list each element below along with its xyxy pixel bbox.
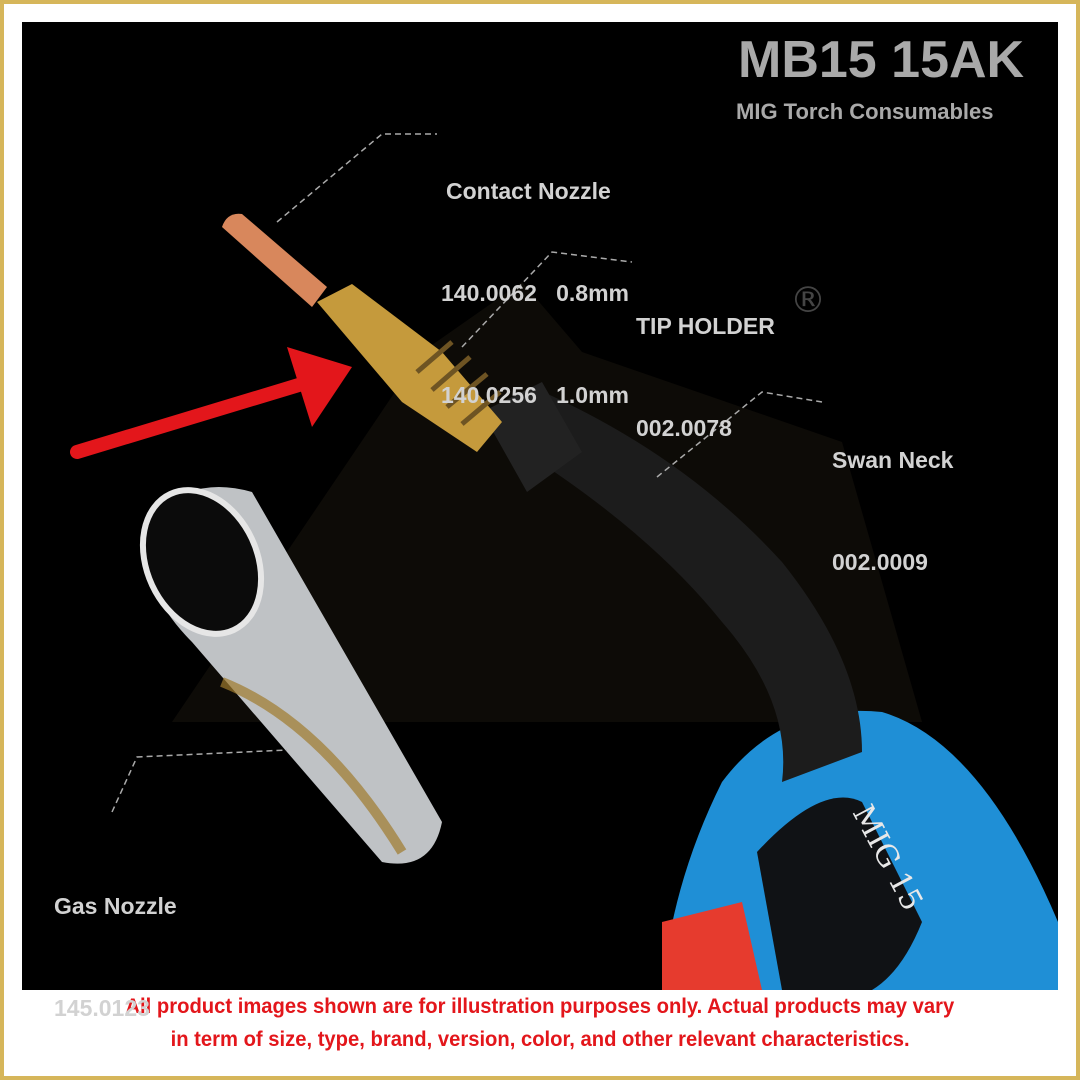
tip-holder-code: 002.0078 [636,415,732,441]
swan-neck [492,387,862,782]
contact-nozzle-code-2: 140.0256 1.0mm [441,382,629,408]
leader-lines [111,133,823,813]
torch-illustration: ® MIG 15 [70,133,1058,990]
disclaimer-line-1: All product images shown are for illustr… [125,994,955,1018]
contact-nozzle-code-1: 140.0062 0.8mm [441,280,629,306]
swan-neck-label: Swan Neck 002.0009 [832,375,953,613]
contact-nozzle-name: Contact Nozzle [446,178,611,204]
gas-nozzle-code: 145.0123 [54,995,150,1021]
tip-holder [317,284,502,452]
disclaimer: All product images shown are for illustr… [0,990,1080,1056]
gas-nozzle-label: Gas Nozzle 145.0123 [54,821,177,1059]
product-title: MB15 15AK [738,31,1025,89]
disclaimer-line-2: in term of size, type, brand, version, c… [170,1027,910,1051]
red-arrow-icon [70,347,352,459]
gas-nozzle-name: Gas Nozzle [54,893,177,919]
swan-neck-name: Swan Neck [832,447,954,473]
contact-nozzle-label: Contact Nozzle 140.0062 0.8mm 140.0256 1… [441,106,629,446]
handle-grip [662,902,762,990]
product-image-panel: ® MIG 15 [22,22,1058,990]
tip-holder-label: TIP HOLDER 002.0078 [636,241,775,479]
swan-neck-code: 002.0009 [832,549,928,575]
product-subtitle: MIG Torch Consumables [736,99,994,124]
contact-tip [222,213,327,307]
trademark-symbol: ® [790,280,826,321]
tip-holder-name: TIP HOLDER [636,313,775,339]
